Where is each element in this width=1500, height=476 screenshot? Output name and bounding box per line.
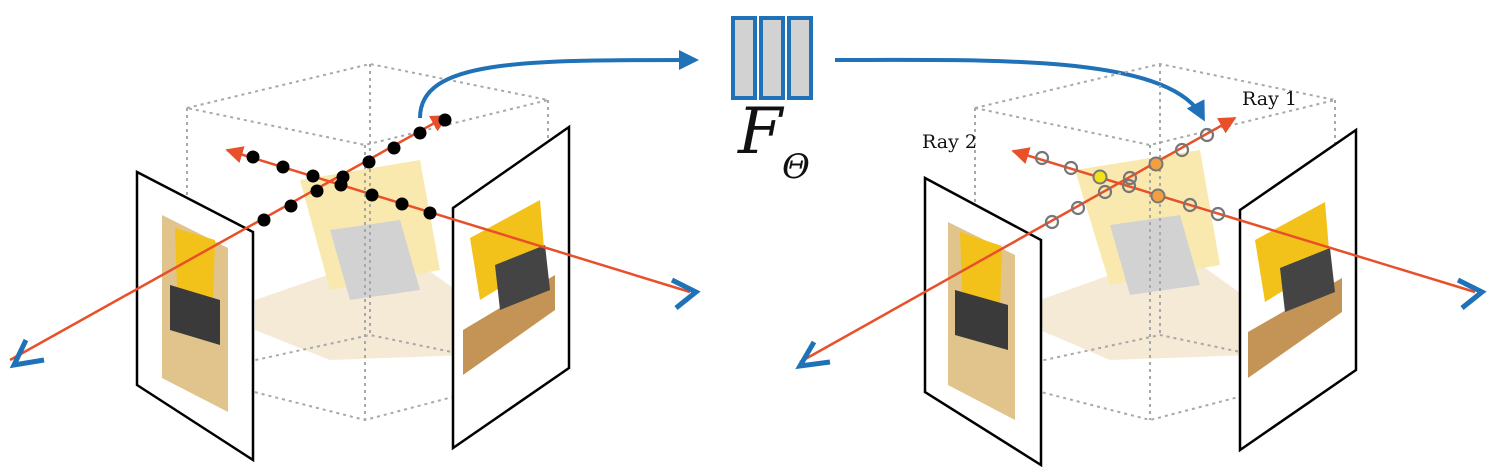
camera-eye-icon (795, 340, 831, 370)
sample-point-yellow (1092, 169, 1108, 185)
right-scene (795, 62, 1487, 468)
network-symbol: F (738, 95, 783, 169)
right-ray-1 (799, 116, 1237, 364)
left-toy-faded (255, 160, 470, 360)
left-ray-back (9, 114, 449, 362)
right-sample-points-ray2 (1034, 150, 1226, 222)
camera-eye-icon (1456, 277, 1487, 310)
left-ray-front (225, 146, 691, 294)
sample-point-orange (1148, 156, 1164, 172)
output-arrow (834, 57, 1205, 122)
right-image-plane-1 (923, 175, 1043, 468)
right-image-plane-2 (1238, 127, 1358, 453)
left-sample-points (246, 113, 452, 227)
input-arrow (418, 50, 699, 119)
right-toy-faded (1040, 150, 1250, 360)
sample-point-orange (1150, 188, 1166, 204)
network-subscript: Θ (782, 147, 810, 187)
camera-eye-icon (670, 277, 701, 310)
network-block-icon (731, 16, 813, 100)
left-scene (9, 62, 701, 463)
right-ray-2 (1011, 147, 1476, 294)
left-image-plane-1 (135, 169, 255, 463)
camera-eye-icon (9, 338, 45, 369)
left-image-plane-2 (451, 124, 571, 451)
ray-1-label: Ray 1 (1242, 88, 1297, 110)
ray-2-label: Ray 2 (922, 131, 977, 153)
right-sample-points-ray1 (1044, 127, 1215, 230)
